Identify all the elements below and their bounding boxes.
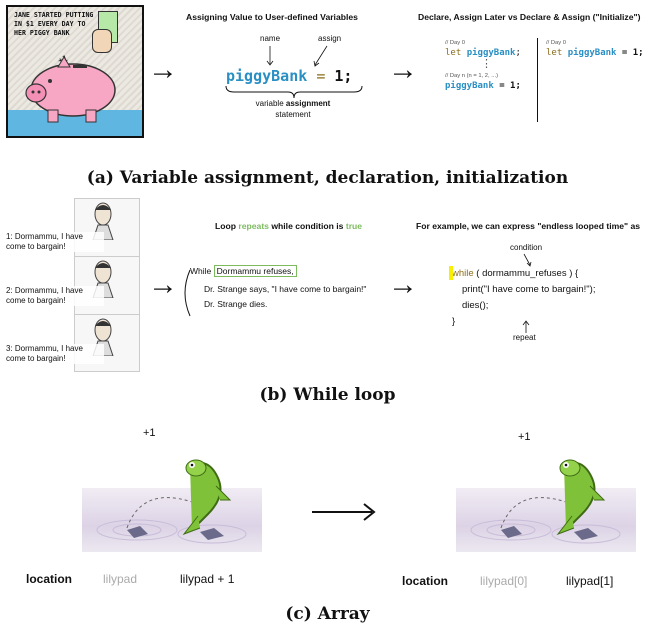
- paren-bracket: [184, 269, 191, 317]
- title-repeats: repeats: [238, 221, 269, 231]
- assign-later-var: piggyBank: [445, 81, 494, 91]
- hand-with-dollar: [90, 11, 118, 55]
- title-mid: while condition is: [268, 221, 346, 231]
- condition-pointer-arrow: [523, 253, 532, 267]
- while-label: While: [190, 266, 212, 276]
- caption-b: (b) While loop: [259, 385, 396, 405]
- right-location-label: location: [402, 574, 449, 588]
- title-true: true: [345, 221, 363, 231]
- arrow-right-icon: →: [388, 53, 418, 86]
- while-keyword: while: [452, 268, 474, 279]
- let-keyword-init: let: [546, 48, 563, 58]
- loop-body-line-2: Dr. Strange dies.: [204, 299, 268, 309]
- caption-c: (c) Array: [285, 604, 370, 624]
- let-keyword: let: [445, 48, 462, 58]
- ellipsis-dots: ⋮: [481, 58, 492, 70]
- dies-line: dies();: [462, 300, 489, 311]
- code-semicolon: ;: [343, 67, 353, 85]
- brace-label: variable assignment statement: [233, 98, 353, 120]
- while-condition: ( dormammu_refuses ) {: [476, 268, 579, 279]
- left-location-label: location: [26, 572, 73, 586]
- caption-a: (a) Variable assignment, declaration, in…: [86, 168, 569, 188]
- panel-a-center-title: Assigning Value to User-defined Variable…: [186, 12, 358, 22]
- declare-var: piggyBank: [466, 48, 516, 58]
- initialize-column: // Day 0 let piggyBank = 1;: [546, 40, 651, 58]
- while-code-line: while ( dormammu_refuses ) {: [452, 268, 578, 279]
- comic-caption: JANE STARTED PUTTING IN $1 EVERY DAY TO …: [14, 11, 94, 37]
- repeat-pointer-arrow: [522, 320, 530, 333]
- comic-line-1: 1: Dormammu, I have come to bargain!: [6, 232, 104, 252]
- name-label: name: [260, 34, 281, 43]
- brace-label-pre: variable: [255, 99, 286, 108]
- code-equals: =: [316, 67, 326, 85]
- piggy-bank-comic: JANE STARTED PUTTING IN $1 EVERY DAY TO …: [6, 5, 144, 138]
- while-line: While Dormammu refuses,: [190, 265, 297, 277]
- close-brace: }: [452, 316, 456, 327]
- dr-strange-comic: 1: Dormammu, I have come to bargain! 2: …: [6, 198, 142, 372]
- panel-a-right-title: Declare, Assign Later vs Declare & Assig…: [418, 12, 641, 22]
- initialize-line: let piggyBank = 1;: [546, 48, 651, 58]
- arrow-right-icon: →: [388, 268, 418, 301]
- assignment-code: piggyBank = 1;: [226, 67, 352, 85]
- label-pointer-arrows: [266, 45, 328, 67]
- print-line: print("I have come to bargain!");: [462, 284, 596, 295]
- arrow-right-icon: →: [148, 268, 178, 301]
- declare-later-column: // Day 0 let piggyBank; ⋮ // Day n (n = …: [445, 40, 535, 91]
- loop-body-line-1: Dr. Strange says, "I have come to bargai…: [204, 284, 367, 294]
- condition-label: condition: [510, 243, 543, 252]
- init-rest: = 1;: [621, 48, 644, 58]
- highlight-brace-cover: [449, 266, 453, 280]
- code-var-piggybank: piggyBank: [226, 67, 308, 85]
- title-loop: Loop: [215, 221, 239, 231]
- comment-dayn: // Day n (n = 1, 2, ...): [445, 73, 498, 79]
- comment-day0: // Day 0: [445, 40, 465, 46]
- column-divider: [537, 38, 538, 122]
- right-old-label: lilypad[0]: [480, 574, 528, 588]
- comic-line-2: 2: Dormammu, I have come to bargain!: [6, 286, 104, 306]
- brace-label-post: statement: [275, 110, 311, 119]
- assign-later-rest: = 1;: [499, 81, 521, 91]
- declare-semi: ;: [515, 48, 521, 58]
- arrow-right-icon: →: [148, 53, 178, 86]
- left-plus-one: +1: [143, 427, 156, 439]
- assign-label: assign: [318, 34, 342, 43]
- code-value: 1: [334, 67, 344, 85]
- repeat-label: repeat: [513, 333, 536, 342]
- comment-day0-init: // Day 0: [546, 40, 566, 46]
- assign-later-line: piggyBank = 1;: [445, 81, 535, 91]
- panel-b-right-title: For example, we can express "endless loo…: [416, 221, 641, 231]
- comic-line-3: 3: Dormammu, I have come to bargain!: [6, 344, 104, 364]
- left-old-label: lilypad: [103, 572, 138, 586]
- frog-jump-scene-right: [456, 488, 636, 552]
- frog-jump-scene-left: [82, 488, 262, 552]
- brace-underline: [225, 85, 363, 99]
- left-new-label: lilypad + 1: [180, 572, 235, 586]
- declare-line: let piggyBank;: [445, 48, 535, 58]
- panel-b-center-title: Loop repeats while condition is true: [215, 221, 362, 231]
- frog-icon: [182, 459, 232, 536]
- brace-label-bold: assignment: [285, 99, 331, 108]
- piggy-bank-icon: [25, 56, 116, 123]
- right-plus-one: +1: [518, 431, 531, 443]
- long-arrow-right-icon: [312, 503, 376, 521]
- condition-box: Dormammu refuses,: [213, 265, 297, 277]
- right-new-label: lilypad[1]: [566, 574, 614, 588]
- init-var: piggyBank: [567, 48, 617, 58]
- frog-icon: [556, 459, 606, 536]
